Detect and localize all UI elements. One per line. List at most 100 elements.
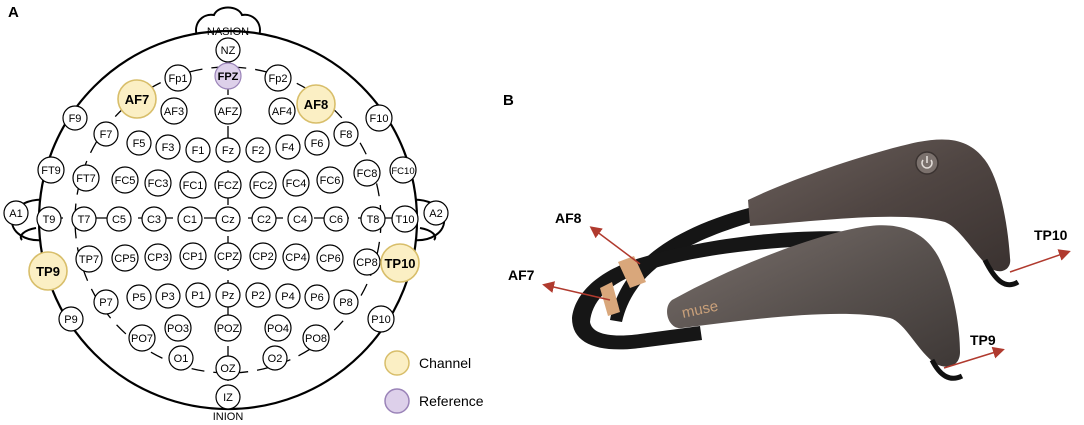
electrode-f9 — [62, 105, 88, 131]
electrode-label-f10: F10 — [370, 113, 389, 125]
electrode-label-iz: IZ — [223, 392, 233, 404]
electrode-label-tp10: TP10 — [384, 256, 415, 271]
electrode-pz — [215, 282, 241, 308]
electrode-label-c5: C5 — [112, 214, 126, 226]
electrode-a1 — [3, 200, 29, 226]
electrode-label-c3: C3 — [147, 214, 161, 226]
electrode-fcz — [214, 171, 242, 199]
sensor-strip-af7 — [600, 282, 620, 316]
electrode-label-f3: F3 — [162, 142, 175, 154]
electrode-label-fc5: FC5 — [115, 175, 136, 187]
right-ear-inner — [419, 227, 437, 241]
legend-reference-label: Reference — [419, 393, 484, 409]
electrode-label-fc2: FC2 — [253, 180, 274, 192]
electrode-label-f2: F2 — [252, 145, 265, 157]
electrode-label-fc1: FC1 — [183, 180, 204, 192]
electrode-label-cp8: CP8 — [356, 257, 377, 269]
electrode-label-p1: P1 — [191, 290, 204, 302]
electrode-label-cpz: CPZ — [217, 251, 239, 263]
electrode-fc8 — [353, 159, 381, 187]
electrode-label-af4: AF4 — [272, 106, 292, 118]
electrode-label-t10: T10 — [396, 214, 415, 226]
electrode-fz — [215, 137, 241, 163]
electrode-label-f7: F7 — [100, 129, 113, 141]
electrode-label-pz: Pz — [222, 290, 235, 302]
electrode-label-fc10: FC10 — [391, 166, 414, 177]
electrode-t8 — [360, 206, 386, 232]
electrode-label-nz: NZ — [221, 45, 236, 57]
electrode-label-t7: T7 — [78, 214, 91, 226]
arrow-tp10 — [1009, 249, 1071, 273]
electrode-label-tp7: TP7 — [79, 254, 99, 266]
electrode-f10 — [365, 104, 393, 132]
electrode-label-fp1: Fp1 — [169, 73, 188, 85]
power-button — [915, 151, 939, 175]
electrode-f4 — [275, 134, 301, 160]
electrode-cp3 — [144, 243, 172, 271]
electrode-cp4 — [282, 243, 310, 271]
electrode-fc3 — [144, 169, 172, 197]
right-ear-pod — [748, 139, 1011, 272]
electrode-a2 — [423, 200, 449, 226]
electrode-po7 — [128, 324, 156, 352]
electrode-po3 — [164, 314, 192, 342]
electrode-label-fpz: FPZ — [218, 71, 239, 83]
electrode-label-o1: O1 — [174, 353, 189, 365]
electrode-label-af8: AF8 — [304, 97, 329, 112]
electrode-label-po7: PO7 — [131, 333, 153, 345]
electrode-cp5 — [111, 244, 139, 272]
electrode-fc5 — [111, 166, 139, 194]
electrode-label-tp9: TP9 — [36, 264, 60, 279]
electrode-p3 — [155, 283, 181, 309]
electrode-af3 — [160, 97, 188, 125]
electrode-label-fcz: FCZ — [217, 180, 239, 192]
electrode-t7 — [71, 206, 97, 232]
electrode-fpz — [214, 62, 242, 90]
electrode-tp9 — [28, 251, 68, 291]
arrow-af7 — [542, 281, 611, 301]
electrode-label-afz: AFZ — [218, 106, 239, 118]
electrode-p4 — [275, 283, 301, 309]
electrode-cz — [215, 206, 241, 232]
electrode-af8 — [296, 84, 336, 124]
electrode-p5 — [126, 284, 152, 310]
power-icon — [921, 156, 933, 169]
electrode-label-af7: AF7 — [125, 92, 150, 107]
electrode-f2 — [245, 137, 271, 163]
electrode-label-p8: P8 — [339, 297, 352, 309]
nasion-label: NASION — [207, 26, 249, 38]
electrode-label-fz: Fz — [222, 145, 234, 157]
electrode-label-t9: T9 — [43, 214, 56, 226]
electrode-nz — [215, 37, 241, 63]
arrow-tp9 — [943, 346, 1005, 369]
label-af8: AF8 — [555, 210, 582, 226]
electrode-label-po4: PO4 — [267, 323, 289, 335]
electrode-label-fc6: FC6 — [320, 175, 341, 187]
electrode-label-fc3: FC3 — [148, 178, 169, 190]
electrode-oz — [215, 355, 241, 381]
electrode-cp1 — [179, 242, 207, 270]
electrode-po4 — [264, 314, 292, 342]
electrode-fc10 — [389, 156, 417, 184]
electrode-label-f5: F5 — [133, 138, 146, 150]
electrode-c3 — [141, 206, 167, 232]
electrode-label-cp1: CP1 — [182, 251, 203, 263]
electrode-t9 — [36, 206, 62, 232]
headband-front-strap — [572, 231, 860, 350]
electrode-label-fc4: FC4 — [286, 178, 307, 190]
electrode-label-c4: C4 — [293, 214, 307, 226]
electrode-ft9 — [37, 156, 65, 184]
electrode-label-cp3: CP3 — [147, 252, 168, 264]
electrode-label-fc8: FC8 — [357, 168, 378, 180]
electrode-label-po3: PO3 — [167, 323, 189, 335]
electrode-label-a2: A2 — [429, 208, 442, 220]
electrode-c1 — [177, 206, 203, 232]
electrode-o2 — [262, 345, 288, 371]
legend-channel-swatch — [384, 350, 410, 376]
electrode-fc4 — [282, 169, 310, 197]
electrode-c4 — [287, 206, 313, 232]
electrode-f6 — [304, 130, 330, 156]
electrode-iz — [215, 384, 241, 410]
electrode-fp2 — [264, 64, 292, 92]
